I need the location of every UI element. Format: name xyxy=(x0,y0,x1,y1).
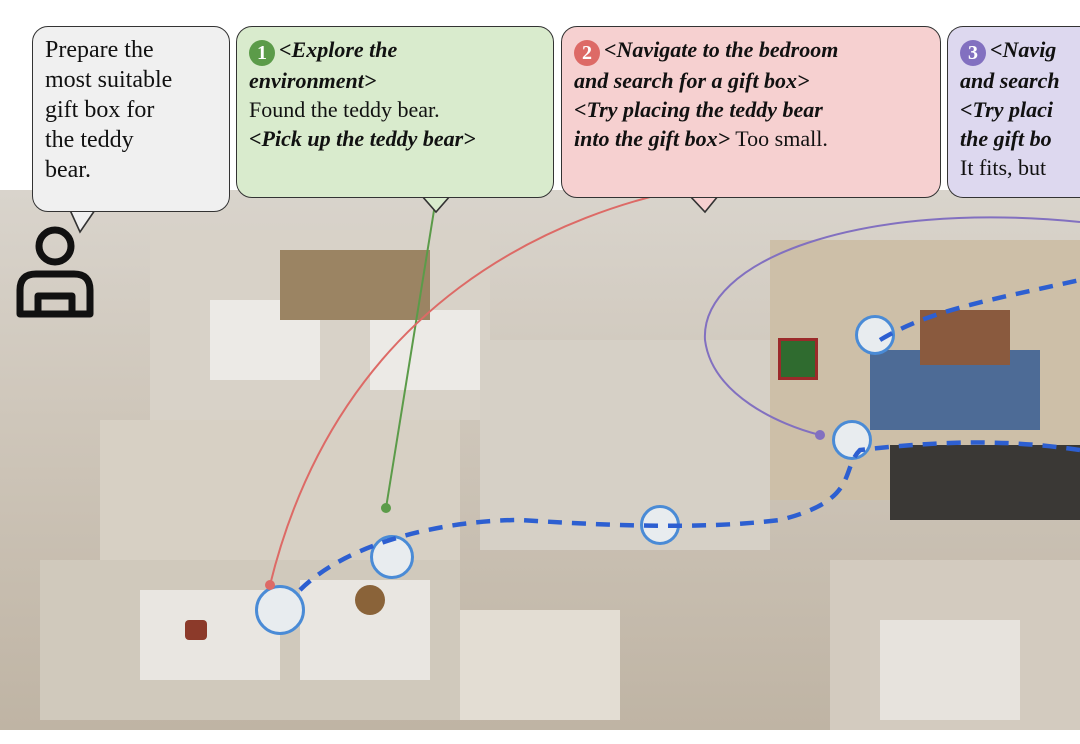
bubble-tail xyxy=(688,195,720,214)
action-text: <Try placi xyxy=(960,97,1053,122)
action-text: the gift bo xyxy=(960,126,1052,151)
action-text: <Navig xyxy=(990,37,1057,62)
step-number-badge: 3 xyxy=(960,40,986,66)
floor-wood xyxy=(280,250,430,320)
pointer-line-step-2 xyxy=(269,184,706,586)
action-text: <Pick up the teddy bear> xyxy=(249,126,476,151)
result-text: Too small. xyxy=(730,126,828,151)
action-text: <Explore the xyxy=(279,37,398,62)
bed xyxy=(880,620,1020,720)
robot-icon xyxy=(255,585,305,635)
robot-icon xyxy=(855,315,895,355)
action-text: and search xyxy=(960,68,1060,93)
instruction-bubble: Prepare the most suitable gift box for t… xyxy=(32,26,230,212)
gift-box-icon xyxy=(778,338,818,380)
person-icon xyxy=(16,226,94,318)
hallway xyxy=(480,340,770,550)
bubble-tail xyxy=(420,195,452,214)
rug xyxy=(920,310,1010,365)
pointer-dot xyxy=(381,503,391,513)
house-scene-image xyxy=(0,190,1080,730)
kitchen-counter xyxy=(890,445,1080,520)
action-text: <Try placing the teddy bear xyxy=(574,97,823,122)
step-number-badge: 1 xyxy=(249,40,275,66)
step-2-bubble: 2<Navigate to the bedroom and search for… xyxy=(561,26,941,198)
pointer-dot xyxy=(815,430,825,440)
robot-icon xyxy=(832,420,872,460)
pointer-line-step-1 xyxy=(385,197,437,509)
result-text: Found the teddy bear. xyxy=(249,97,440,122)
action-text: into the gift box> xyxy=(574,126,731,151)
pointer-dot xyxy=(265,580,275,590)
action-text: <Navigate to the bedroom xyxy=(604,37,839,62)
action-text: and search for a gift box> xyxy=(574,68,810,93)
instruction-line: the teddy xyxy=(45,127,134,153)
action-text: environment> xyxy=(249,68,377,93)
pointer-line-step-3 xyxy=(703,216,1080,436)
teddy-bear-icon xyxy=(355,585,385,615)
bathroom xyxy=(460,610,620,720)
result-text: It fits, but xyxy=(960,155,1047,180)
step-number-badge: 2 xyxy=(574,40,600,66)
walk-path xyxy=(860,300,1040,350)
teddy-bear-icon xyxy=(185,620,207,640)
instruction-line: gift box for xyxy=(45,97,155,123)
walk-path xyxy=(878,277,1080,342)
instruction-line: most suitable xyxy=(45,67,173,93)
instruction-line: Prepare the xyxy=(45,37,154,63)
instruction-line: bear. xyxy=(45,157,91,183)
bed xyxy=(370,310,480,390)
step-3-bubble: 3<Navig and search <Try placi the gift b… xyxy=(947,26,1080,198)
robot-icon xyxy=(370,535,414,579)
walk-path xyxy=(298,440,1080,592)
step-1-bubble: 1<Explore the environment> Found the ted… xyxy=(236,26,554,198)
